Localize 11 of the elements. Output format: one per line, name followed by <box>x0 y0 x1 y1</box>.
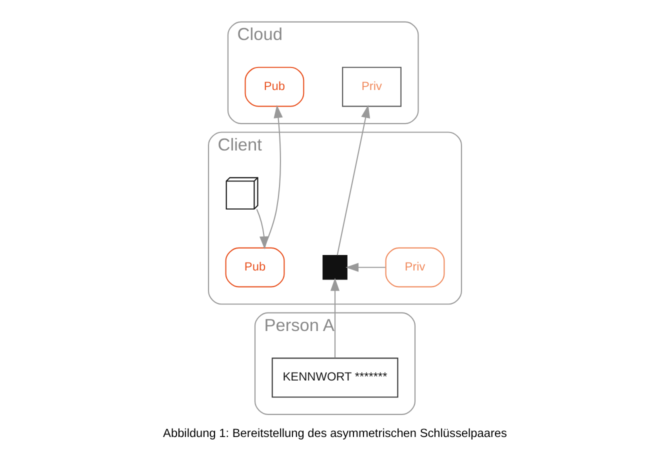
arrow <box>330 277 340 358</box>
arrow <box>336 104 370 255</box>
node-lock <box>322 254 348 280</box>
node-box: Priv <box>385 246 445 287</box>
node-box: Pub <box>244 66 304 106</box>
node-box: KENNWORT ******* <box>272 357 398 398</box>
arrow <box>263 104 283 248</box>
node-box: Priv <box>342 66 402 106</box>
node-box: Pub <box>225 246 285 287</box>
arrow <box>346 262 386 272</box>
caption: Abbildung 1: Bereitstellung des asymmetrischen Schlüsselpaares <box>163 425 507 440</box>
